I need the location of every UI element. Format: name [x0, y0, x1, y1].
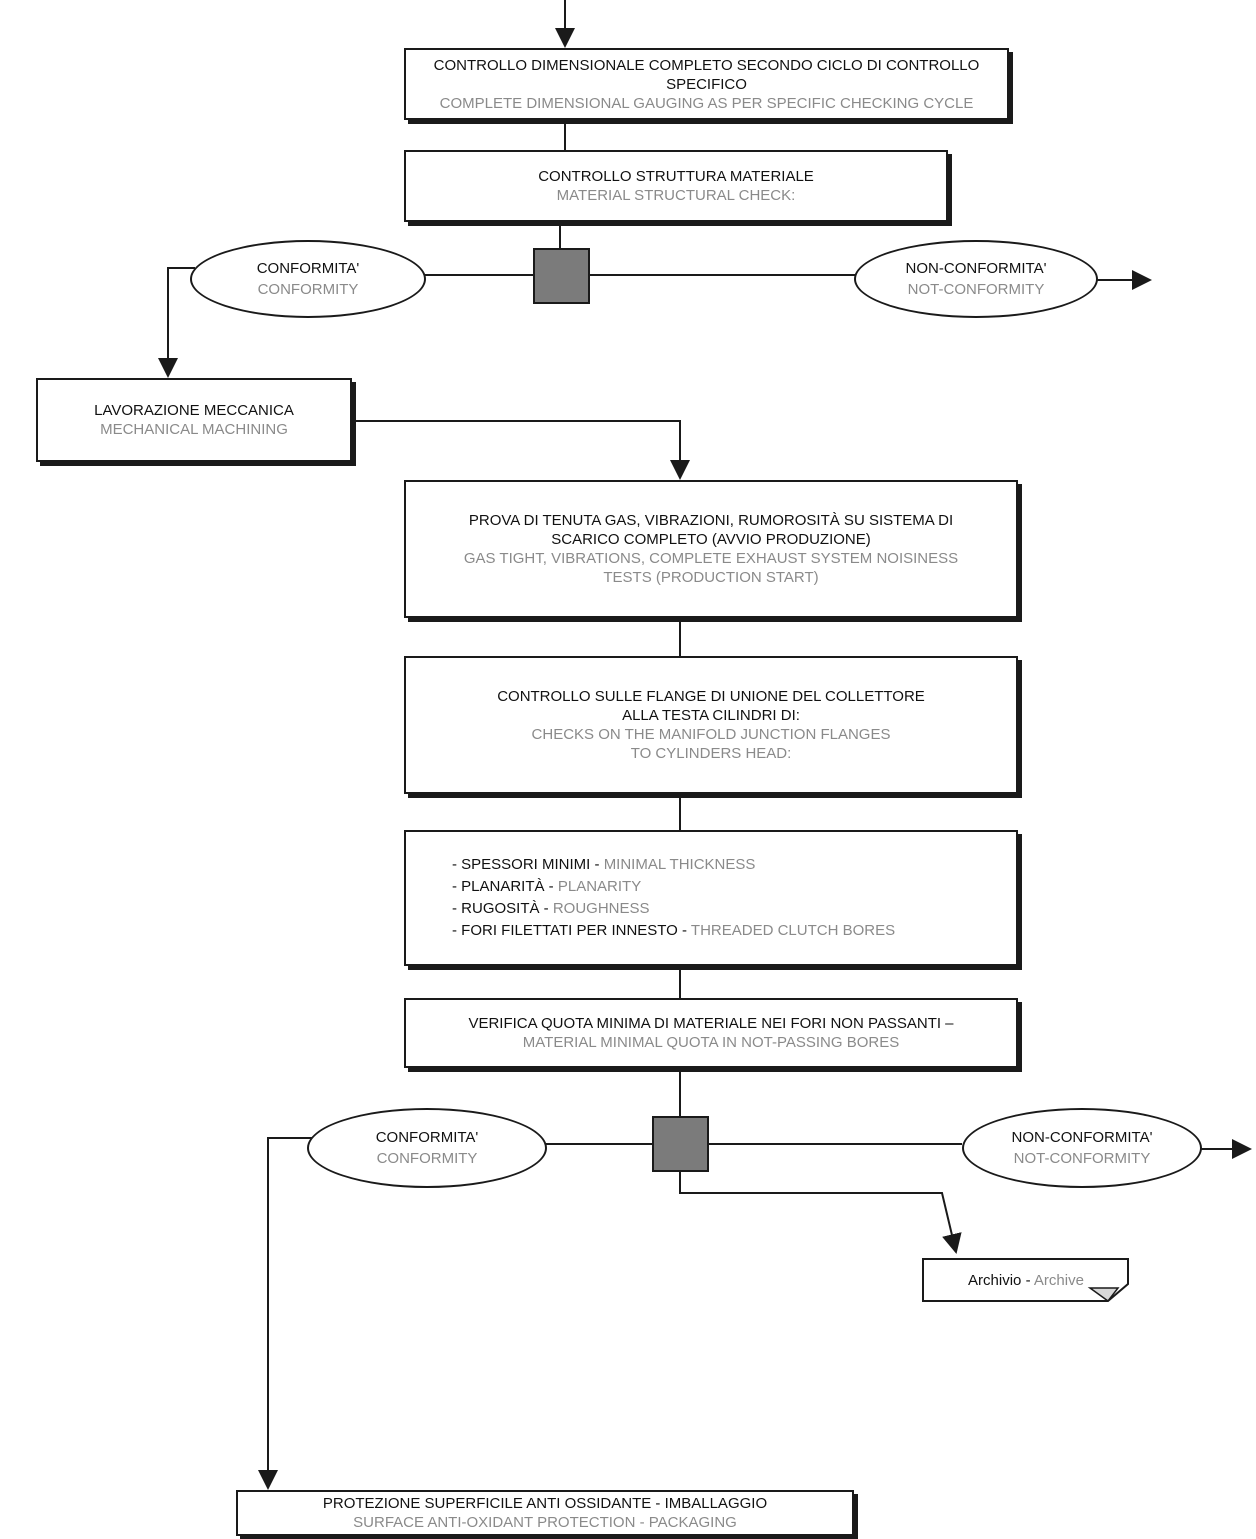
check-item: - PLANARITÀ - PLANARITY: [452, 878, 642, 895]
step-checks-list: - SPESSORI MINIMI - MINIMAL THICKNESS - …: [404, 830, 1018, 966]
step-material-it: CONTROLLO STRUTTURA MATERIALE: [538, 168, 814, 185]
nonconformity-1-it: NON-CONFORMITA': [905, 260, 1047, 277]
connector-gate2-archive: [679, 1172, 962, 1254]
step-flanges-it-line2: ALLA TESTA CILINDRI DI:: [622, 707, 800, 724]
nonconformity-ellipse-2: NON-CONFORMITA' NOT-CONFORMITY: [962, 1108, 1202, 1188]
step-gas-test-it-line2: SCARICO COMPLETO (AVVIO PRODUZIONE): [551, 531, 871, 548]
step-packaging: PROTEZIONE SUPERFICILE ANTI OSSIDANTE - …: [236, 1490, 854, 1536]
check-item: - RUGOSITÀ - ROUGHNESS: [452, 900, 650, 917]
decision-gate-1: [533, 248, 590, 304]
document-shape-icon: [922, 1258, 1129, 1302]
connector-machining-gastest: [352, 420, 690, 480]
check-item: - FORI FILETTATI PER INNESTO - THREADED …: [452, 922, 896, 939]
nonconformity-2-it: NON-CONFORMITA': [1011, 1129, 1153, 1146]
step-dimensional-it-line2: SPECIFICO: [666, 75, 747, 93]
step-dimensional-en: COMPLETE DIMENSIONAL GAUGING AS PER SPEC…: [439, 94, 974, 112]
step-machining-it: LAVORAZIONE MECCANICA: [94, 402, 294, 419]
archive-document: Archivio - Archive: [922, 1258, 1130, 1302]
step-machining-en: MECHANICAL MACHINING: [100, 421, 288, 438]
check-item: - SPESSORI MINIMI - MINIMAL THICKNESS: [452, 856, 756, 873]
step-flanges-it-line1: CONTROLLO SULLE FLANGE DI UNIONE DEL COL…: [497, 688, 925, 705]
nonconformity-2-en: NOT-CONFORMITY: [1013, 1150, 1151, 1167]
step-packaging-it: PROTEZIONE SUPERFICILE ANTI OSSIDANTE - …: [322, 1495, 768, 1512]
step-quota-it: VERIFICA QUOTA MINIMA DI MATERIALE NEI F…: [468, 1015, 954, 1032]
conformity-1-it: CONFORMITA': [256, 260, 360, 277]
connector-conformity-packaging: [258, 1137, 312, 1490]
step-gas-test-en-line2: TESTS (PRODUCTION START): [603, 569, 819, 586]
conformity-2-it: CONFORMITA': [375, 1129, 479, 1146]
step-gas-test: PROVA DI TENUTA GAS, VIBRAZIONI, RUMOROS…: [404, 480, 1018, 618]
step-flange-checks: CONTROLLO SULLE FLANGE DI UNIONE DEL COL…: [404, 656, 1018, 794]
conformity-2-en: CONFORMITY: [376, 1150, 478, 1167]
step-flanges-en-line1: CHECKS ON THE MANIFOLD JUNCTION FLANGES: [531, 726, 891, 743]
conformity-1-en: CONFORMITY: [257, 281, 359, 298]
step-quota-en: MATERIAL MINIMAL QUOTA IN NOT-PASSING BO…: [522, 1034, 900, 1051]
step-packaging-en: SURFACE ANTI-OXIDANT PROTECTION - PACKAG…: [353, 1514, 737, 1531]
nonconformity-1-en: NOT-CONFORMITY: [907, 281, 1045, 298]
step-material-check: CONTROLLO STRUTTURA MATERIALE MATERIAL S…: [404, 150, 948, 222]
step-machining: LAVORAZIONE MECCANICA MECHANICAL MACHINI…: [36, 378, 352, 462]
step-material-en: MATERIAL STRUCTURAL CHECK:: [556, 187, 796, 204]
conformity-ellipse-2: CONFORMITA' CONFORMITY: [307, 1108, 547, 1188]
decision-gate-2: [652, 1116, 709, 1172]
step-dimensional-it-line1: CONTROLLO DIMENSIONALE COMPLETO SECONDO …: [433, 56, 980, 74]
archive-label: Archivio - Archive: [968, 1271, 1084, 1289]
step-gas-test-it-line1: PROVA DI TENUTA GAS, VIBRAZIONI, RUMOROS…: [468, 512, 954, 529]
nonconformity-ellipse-1: NON-CONFORMITA' NOT-CONFORMITY: [854, 240, 1098, 318]
conformity-ellipse-1: CONFORMITA' CONFORMITY: [190, 240, 426, 318]
step-minimum-quota-check: VERIFICA QUOTA MINIMA DI MATERIALE NEI F…: [404, 998, 1018, 1068]
connector-conformity-machining: [158, 267, 195, 378]
step-dimensional-check: CONTROLLO DIMENSIONALE COMPLETO SECONDO …: [404, 48, 1009, 120]
step-flanges-en-line2: TO CYLINDERS HEAD:: [630, 745, 792, 762]
step-gas-test-en-line1: GAS TIGHT, VIBRATIONS, COMPLETE EXHAUST …: [463, 550, 959, 567]
